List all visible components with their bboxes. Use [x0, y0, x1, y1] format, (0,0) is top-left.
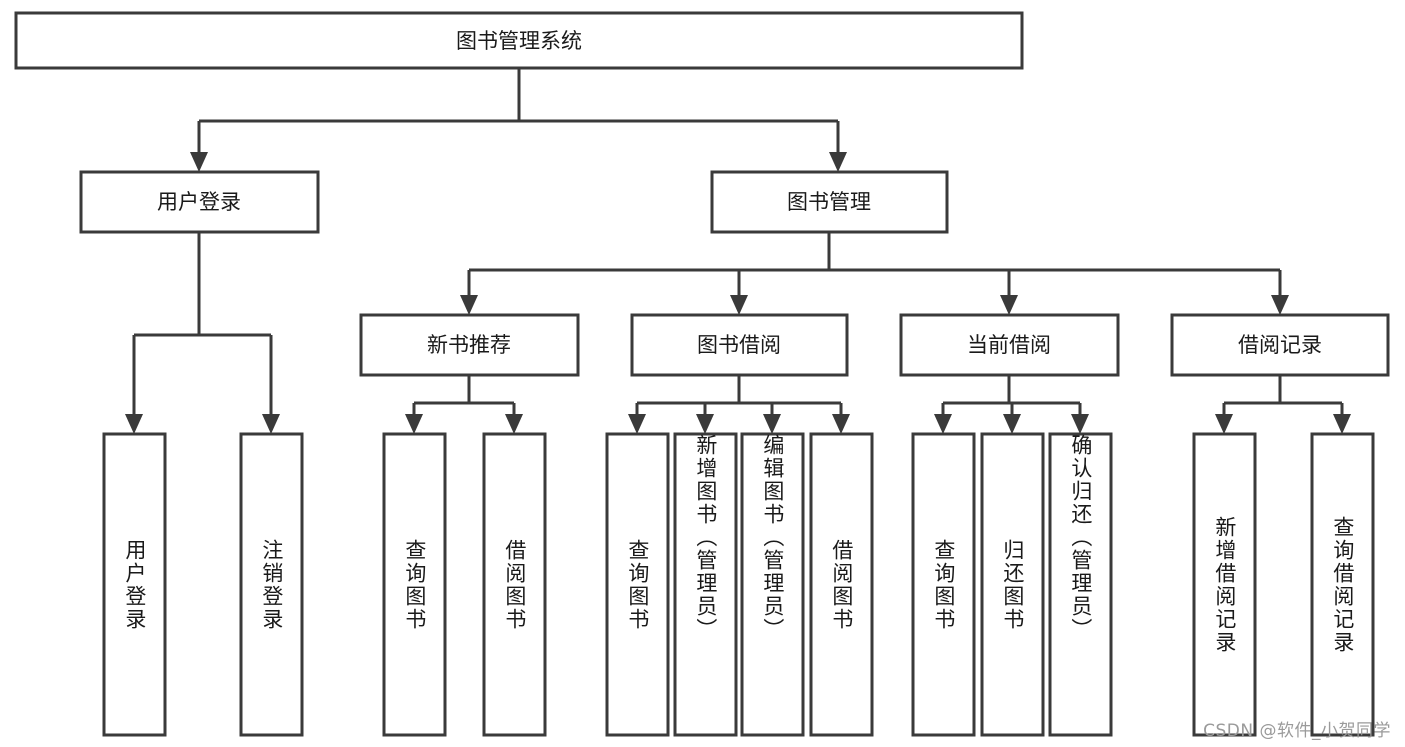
root-label: 图书管理系统: [456, 29, 582, 53]
leaf-box-br-query-record[interactable]: [1310, 432, 1375, 737]
arrow-br-leaf-1: [1215, 414, 1233, 434]
arrow-bb-leaf-3: [763, 414, 781, 434]
arrow-to-book-manage: [829, 152, 847, 172]
connector-root-to-level2: [190, 68, 847, 172]
arrow-to-user-login: [190, 152, 208, 172]
leaf-box-cb-return-book[interactable]: [980, 432, 1045, 737]
new-book-recommend-label: 新书推荐: [427, 333, 511, 357]
node-book-borrow[interactable]: 图书借阅: [630, 313, 849, 377]
arrow-to-borrow-record: [1271, 295, 1289, 315]
leaf-box-bb-edit-book[interactable]: [740, 432, 805, 737]
user-login-label: 用户登录: [157, 190, 241, 214]
node-book-manage[interactable]: 图书管理: [710, 170, 949, 234]
arrow-to-leaf-logout: [262, 414, 280, 434]
root-box: [14, 11, 1024, 70]
arrow-br-leaf-2: [1333, 414, 1351, 434]
book-manage-label: 图书管理: [787, 190, 871, 214]
csdn-watermark: CSDN @软件_小贺同学: [1203, 721, 1391, 741]
arrow-cb-leaf-2: [1003, 414, 1021, 434]
arrow-to-current-borrow: [1000, 295, 1018, 315]
connector-current-borrow-to-leaves: [934, 375, 1089, 434]
connector-book-manage-to-level3: [460, 232, 1289, 315]
arrow-nbr-leaf-1: [405, 414, 423, 434]
arrow-bb-leaf-2: [696, 414, 714, 434]
leaf-box-nbr-query-book[interactable]: [382, 432, 447, 737]
borrow-record-label: 借阅记录: [1238, 333, 1322, 357]
user-login-box: [79, 170, 320, 234]
arrow-cb-leaf-3: [1071, 414, 1089, 434]
connector-book-borrow-to-leaves: [628, 375, 850, 434]
node-borrow-record[interactable]: 借阅记录: [1170, 313, 1390, 377]
arrow-cb-leaf-1: [934, 414, 952, 434]
arrow-bb-leaf-1: [628, 414, 646, 434]
arrow-to-new-book-recommend: [460, 295, 478, 315]
node-new-book-recommend[interactable]: 新书推荐: [359, 313, 580, 377]
node-current-borrow[interactable]: 当前借阅: [899, 313, 1120, 377]
connector-user-login-to-leaves: [125, 232, 280, 434]
node-root[interactable]: 图书管理系统: [14, 11, 1024, 70]
new-book-recommend-box: [359, 313, 580, 377]
book-borrow-label: 图书借阅: [697, 333, 781, 357]
arrow-to-leaf-user-login: [125, 414, 143, 434]
leaf-box-cb-query-book[interactable]: [911, 432, 976, 737]
leaf-box-br-add-record[interactable]: [1192, 432, 1257, 737]
current-borrow-box: [899, 313, 1120, 377]
leaf-box-bb-borrow-book[interactable]: [809, 432, 874, 737]
leaf-box-user-login[interactable]: [102, 432, 167, 737]
arrow-bb-leaf-4: [832, 414, 850, 434]
leaf-box-bb-add-book[interactable]: [673, 432, 738, 737]
arrow-nbr-leaf-2: [505, 414, 523, 434]
connector-borrow-record-to-leaves: [1215, 375, 1351, 434]
leaf-box-nbr-borrow-book[interactable]: [482, 432, 547, 737]
leaf-box-logout[interactable]: [239, 432, 304, 737]
leaf-box-bb-query-book[interactable]: [605, 432, 670, 737]
arrow-to-book-borrow: [730, 295, 748, 315]
leaf-boxes: [102, 432, 1375, 737]
current-borrow-label: 当前借阅: [967, 333, 1051, 357]
leaf-box-cb-confirm-return[interactable]: [1048, 432, 1113, 737]
node-user-login[interactable]: 用户登录: [79, 170, 320, 234]
connector-new-book-recommend-to-leaves: [405, 375, 523, 434]
